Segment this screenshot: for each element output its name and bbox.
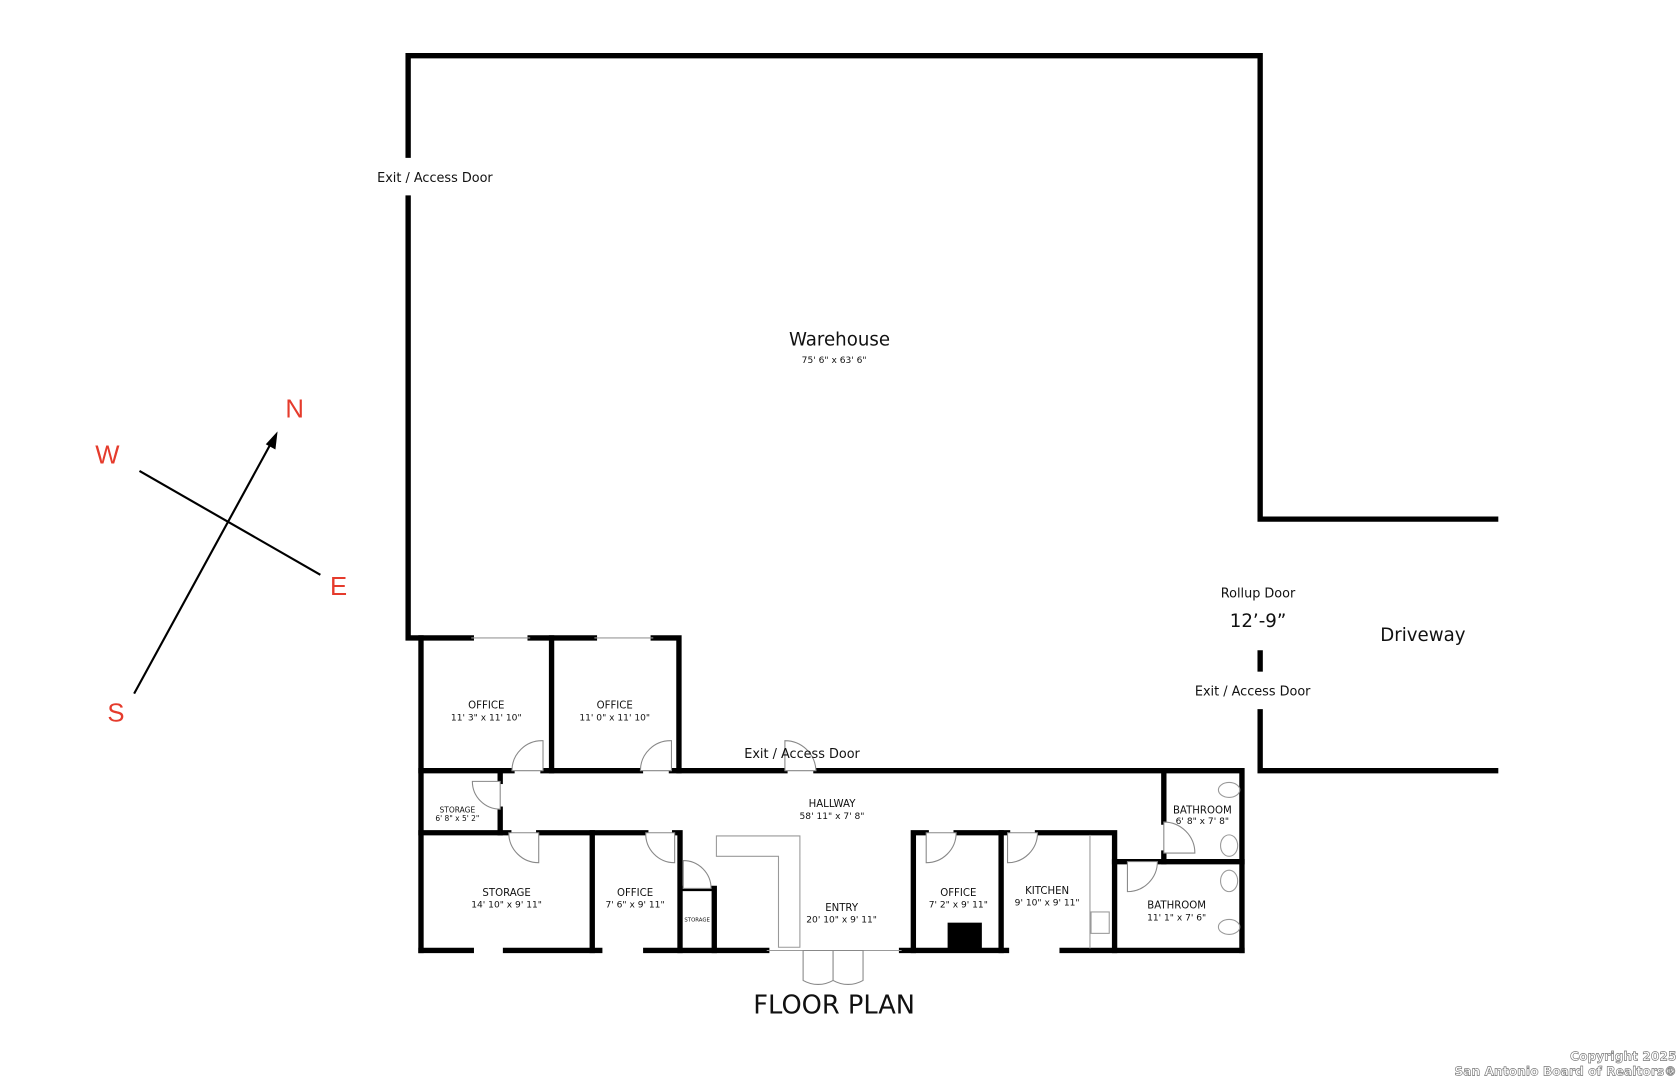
- bathroom1-dims: 6' 8" x 7' 8": [1176, 817, 1229, 827]
- office1-name: OFFICE: [468, 701, 504, 712]
- sink: [1090, 911, 1110, 934]
- bathroom1-name: BATHROOM: [1173, 805, 1232, 816]
- compass-e: E: [330, 573, 347, 601]
- storage-small-name: STORAGE: [440, 805, 476, 814]
- office3-dims: 7' 6" x 9' 11": [605, 901, 664, 911]
- toilet-icon: [1217, 781, 1241, 798]
- office4-dims: 7' 2" x 9' 11": [929, 901, 988, 911]
- bathroom2-name: BATHROOM: [1147, 901, 1206, 912]
- compass-rose: N W E S: [95, 395, 347, 727]
- toilet-icon: [1220, 869, 1239, 893]
- warehouse-dims: 75' 6" x 63' 6": [802, 356, 867, 366]
- driveway-label: Driveway: [1380, 625, 1466, 646]
- office1-dims: 11' 3" x 11' 10": [451, 713, 522, 723]
- copyright-line2: San Antonio Board of Realtors®: [1454, 1065, 1676, 1079]
- toilet-icon: [1217, 918, 1241, 935]
- storage-closet-name: STORAGE: [684, 918, 710, 924]
- bathroom2-dims: 11' 1" x 7' 6": [1147, 914, 1206, 924]
- warehouse-walls: [405, 52, 1499, 774]
- kitchen-name: KITCHEN: [1025, 886, 1069, 897]
- rollup-door-label: Rollup Door: [1221, 586, 1296, 601]
- exit-door-east-label: Exit / Access Door: [1195, 685, 1311, 700]
- office3-name: OFFICE: [617, 888, 653, 899]
- office2-name: OFFICE: [597, 701, 633, 712]
- compass-s: S: [107, 699, 124, 727]
- doors: [471, 740, 1196, 985]
- exit-door-west-label: Exit / Access Door: [377, 171, 493, 186]
- exit-door-hall-label: Exit / Access Door: [744, 747, 860, 762]
- office4-name: OFFICE: [940, 888, 976, 899]
- kitchen-dims: 9' 10" x 9' 11": [1015, 899, 1080, 909]
- rollup-door-width: 12’-9”: [1230, 611, 1286, 632]
- arrow-north-icon: [265, 431, 278, 450]
- counter: [715, 835, 801, 948]
- hallway-name: HALLWAY: [809, 799, 857, 810]
- fireplace: [947, 922, 982, 951]
- entry-name: ENTRY: [825, 903, 859, 914]
- fixtures: [715, 781, 1241, 951]
- floor-plan-title: FLOOR PLAN: [753, 991, 915, 1021]
- office-walls: [418, 635, 682, 954]
- compass-n: N: [285, 395, 304, 423]
- hallway-dims: 58' 11" x 7' 8": [800, 812, 865, 822]
- warehouse-name: Warehouse: [789, 330, 890, 351]
- storage-large-dims: 14' 10" x 9' 11": [471, 901, 542, 911]
- storage-large-name: STORAGE: [482, 888, 530, 899]
- storage-small-dims: 6' 8" x 5' 2": [435, 814, 479, 823]
- entry-dims: 20' 10" x 9' 11": [806, 916, 877, 926]
- office2-dims: 11' 0" x 11' 10": [579, 713, 650, 723]
- compass-w: W: [95, 441, 120, 469]
- copyright-line1: Copyright 2025: [1570, 1050, 1677, 1064]
- toilet-icon: [1220, 834, 1239, 857]
- hallway-walls: [418, 767, 1245, 954]
